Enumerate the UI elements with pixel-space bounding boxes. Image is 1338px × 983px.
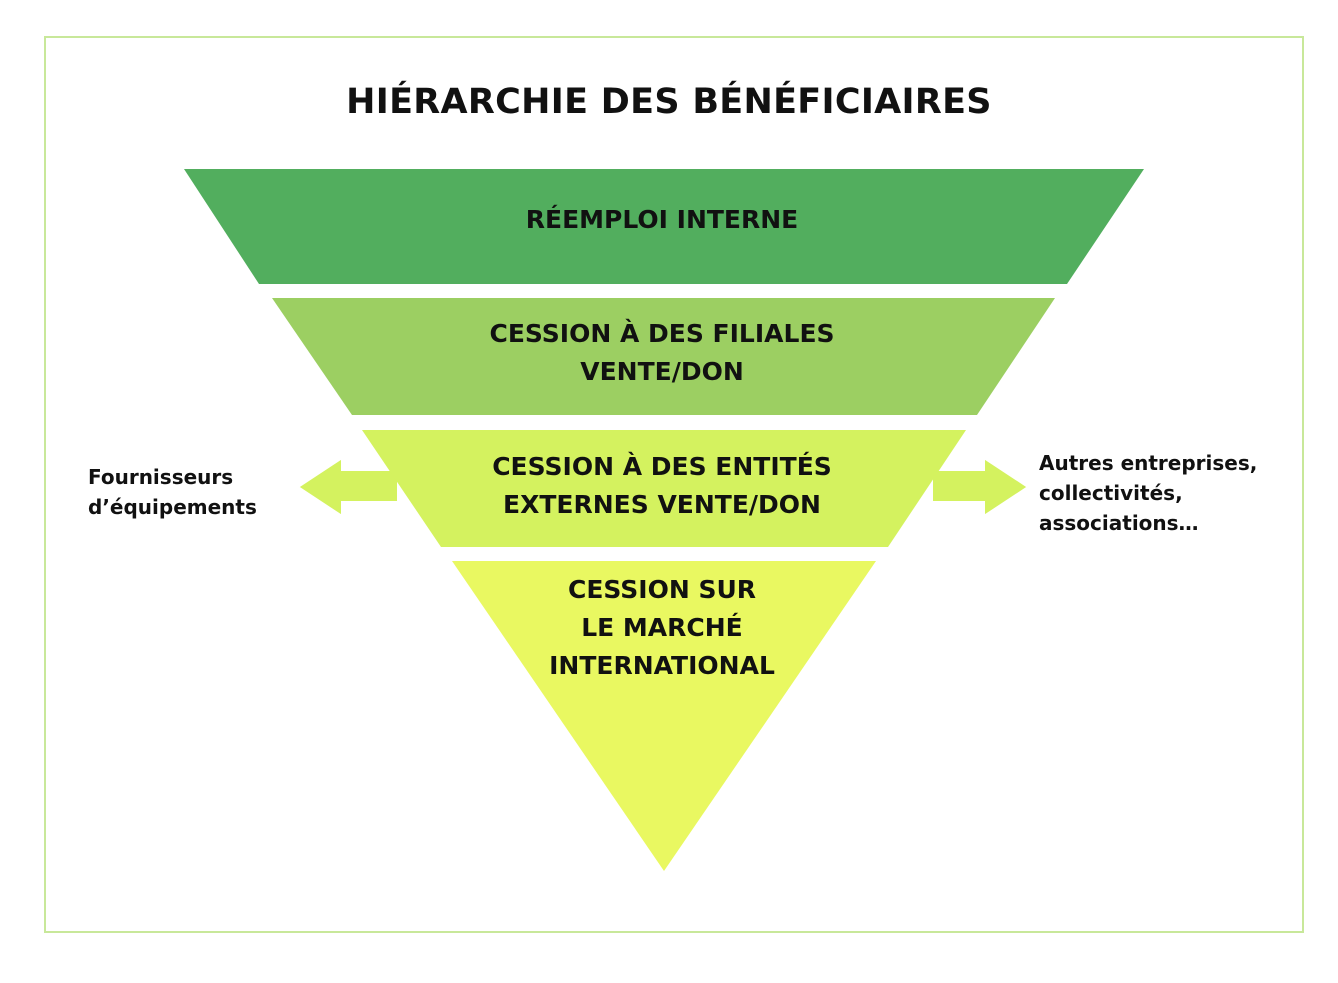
left-note-line-1: Fournisseurs	[88, 465, 234, 489]
level-2-label: CESSION À DES FILIALES VENTE/DON	[312, 315, 1012, 391]
level-1-line-1: RÉEMPLOI INTERNE	[525, 205, 799, 234]
left-note: Fournisseurs d’équipements	[88, 462, 257, 522]
level-4-line-2: LE MARCHÉ	[581, 613, 743, 642]
left-arrow-icon	[296, 456, 399, 518]
level-1-shape	[184, 169, 1144, 284]
level-3-line-2: EXTERNES VENTE/DON	[503, 490, 821, 519]
right-note-line-3: associations…	[1039, 511, 1199, 535]
level-2-shape	[272, 298, 1055, 415]
level-1-label: RÉEMPLOI INTERNE	[262, 201, 1062, 239]
right-note-line-2: collectivités,	[1039, 481, 1183, 505]
level-4-label: CESSION SUR LE MARCHÉ INTERNATIONAL	[462, 571, 862, 685]
level-2-line-2: VENTE/DON	[580, 357, 744, 386]
level-3-line-1: CESSION À DES ENTITÉS	[492, 452, 832, 481]
left-note-line-2: d’équipements	[88, 495, 257, 519]
level-3-shape	[362, 430, 966, 547]
diagram-frame	[44, 36, 1304, 933]
level-3-label: CESSION À DES ENTITÉS EXTERNES VENTE/DON	[362, 448, 962, 524]
right-note: Autres entreprises, collectivités, assoc…	[1039, 448, 1257, 538]
level-2-line-1: CESSION À DES FILIALES	[489, 319, 835, 348]
diagram-title: HIÉRARCHIE DES BÉNÉFICIAIRES	[346, 82, 992, 122]
level-4-line-1: CESSION SUR	[567, 575, 757, 604]
level-4-line-3: INTERNATIONAL	[549, 651, 775, 680]
right-note-line-1: Autres entreprises,	[1039, 451, 1258, 475]
level-4-shape	[452, 561, 876, 871]
right-arrow-icon	[931, 456, 1030, 518]
